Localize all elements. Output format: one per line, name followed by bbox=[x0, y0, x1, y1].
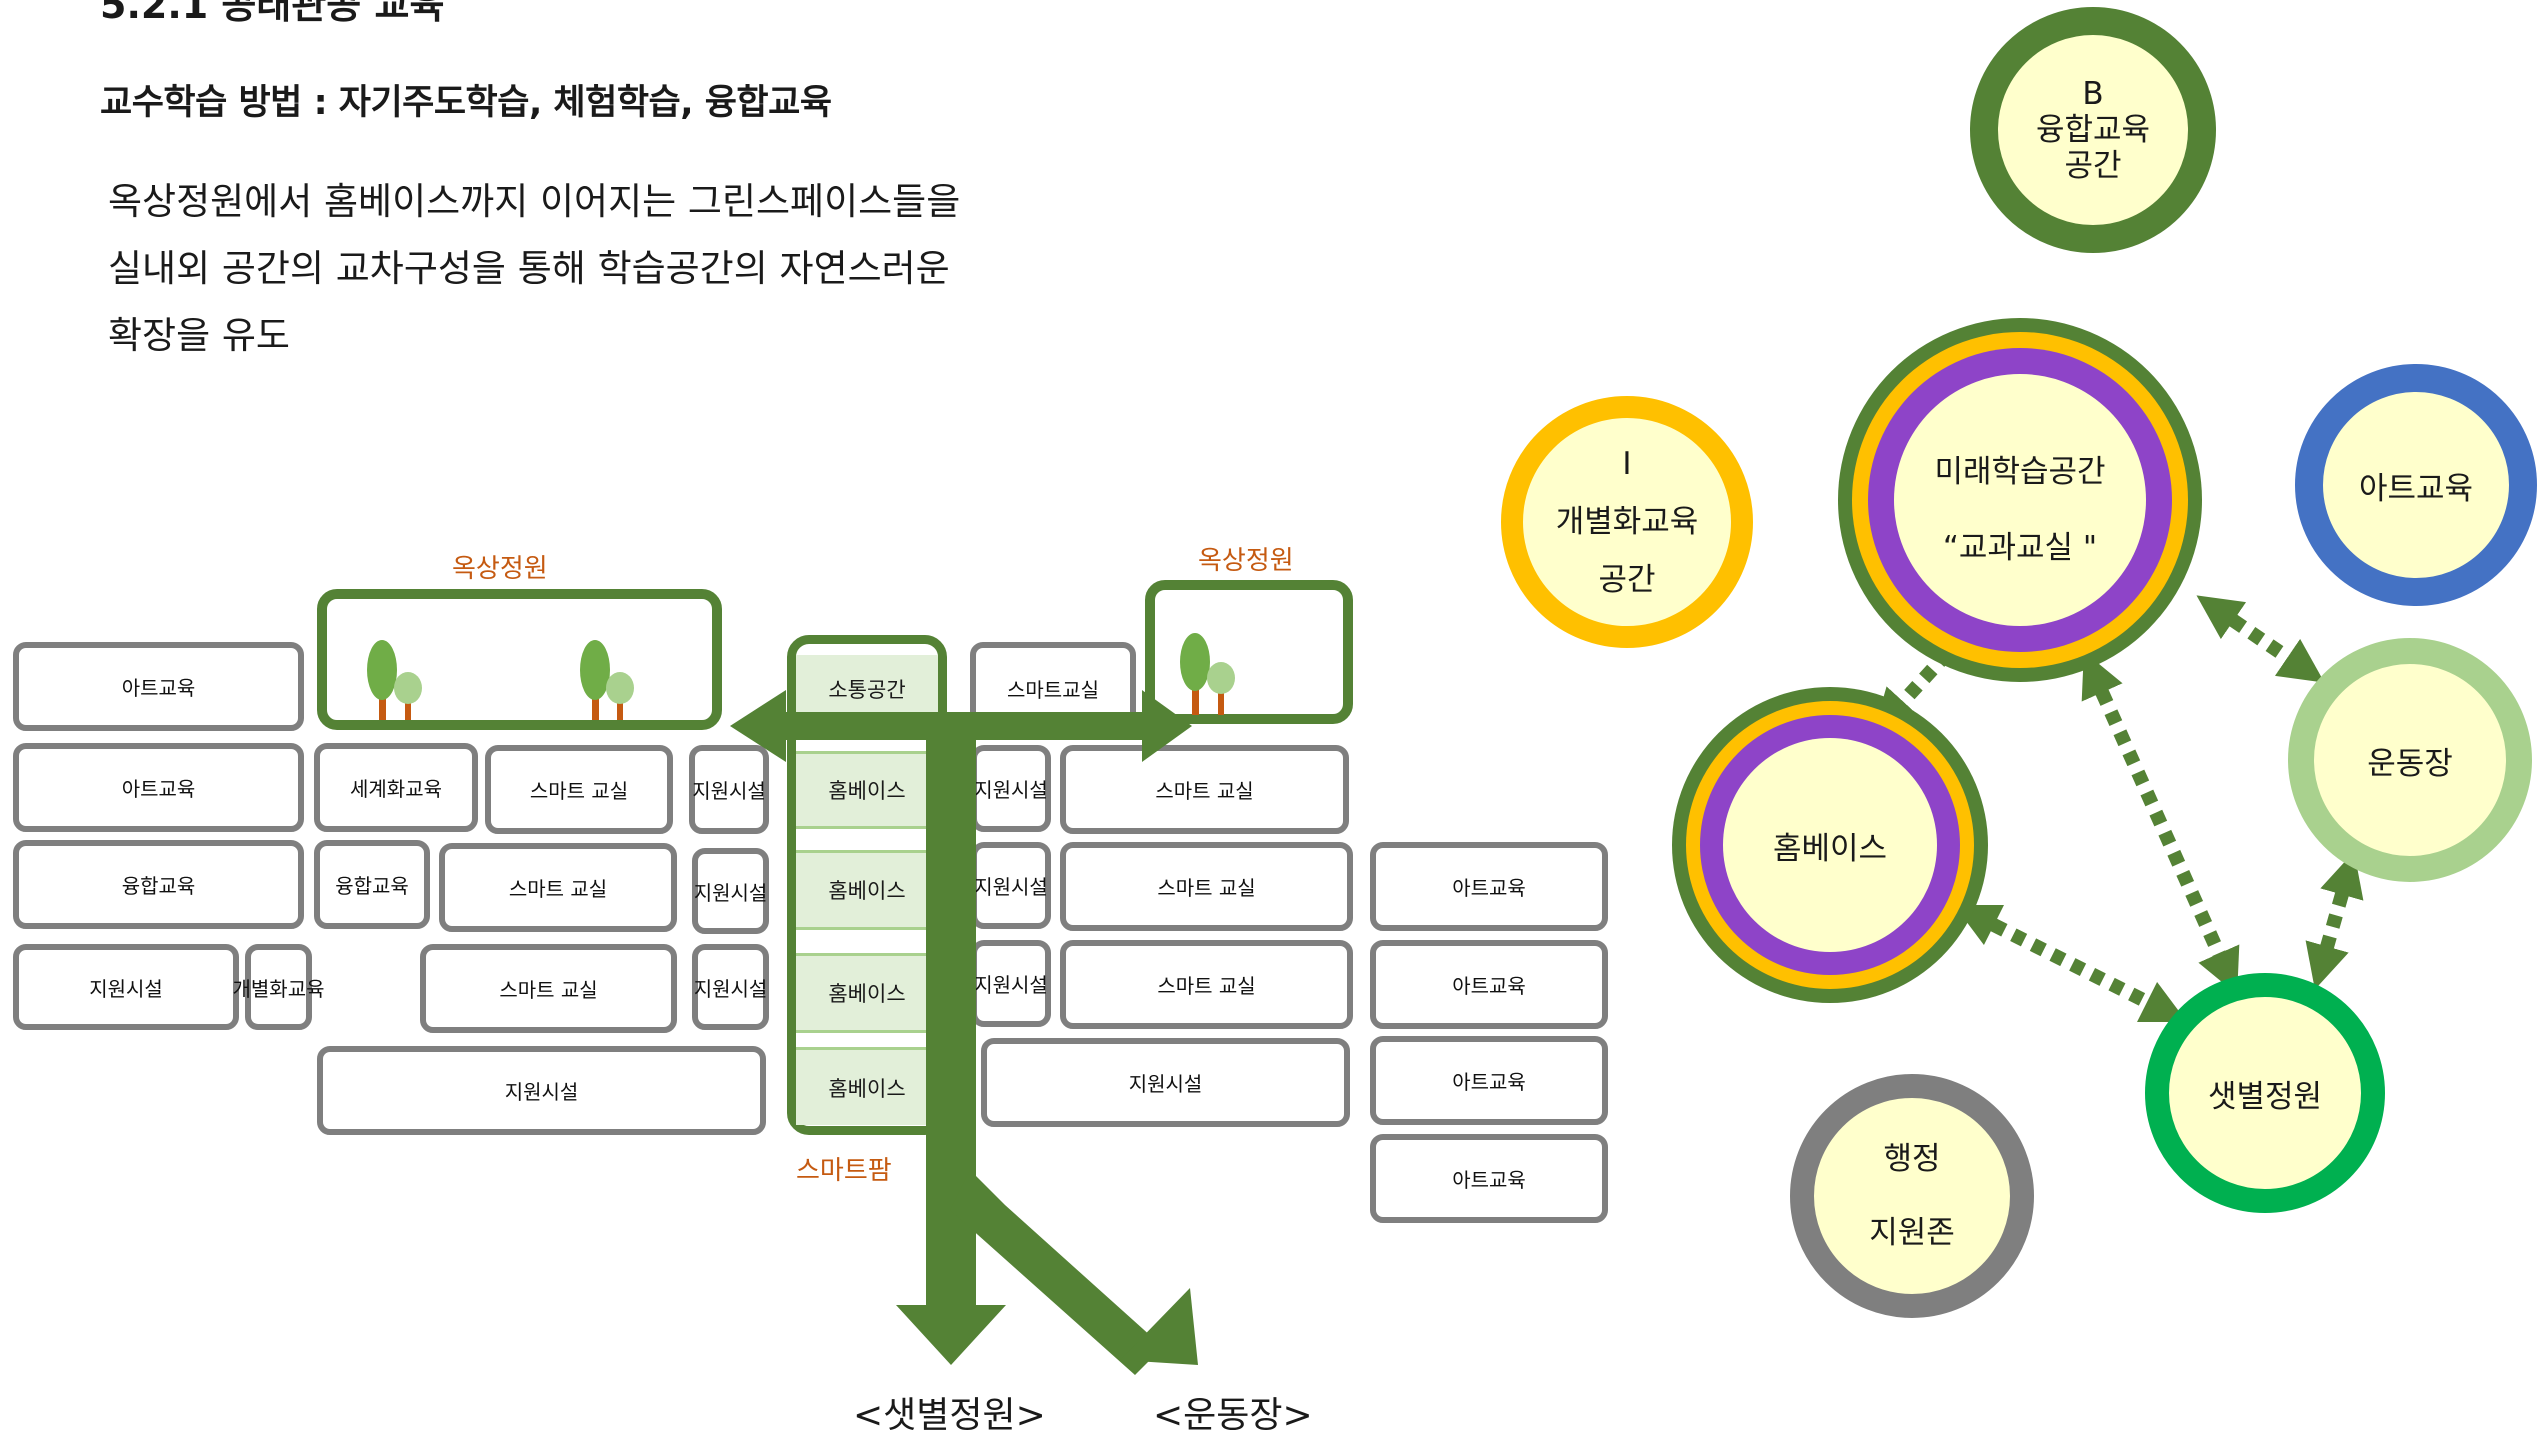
homebase-zone-label: 홈베이스 bbox=[1772, 830, 1888, 867]
description-line: 실내외 공간의 교차구성을 통해 학습공간의 자연스러운 bbox=[108, 247, 950, 290]
connector-homebase-garden bbox=[1953, 904, 2188, 1023]
tree-icon bbox=[367, 640, 422, 720]
room-smart-2: 스마트 교실 bbox=[439, 843, 677, 932]
room-smart-1: 스마트 교실 bbox=[485, 745, 673, 834]
diagonal-arrow-playground bbox=[950, 1170, 1198, 1375]
art-zone-circle bbox=[2295, 364, 2537, 606]
connector-playground-garden bbox=[2305, 851, 2364, 990]
rooftop-garden-label-left: 옥상정원 bbox=[452, 554, 548, 584]
garden-zone-label: 샛별정원 bbox=[2207, 1078, 2323, 1115]
fusion-zone-label: B 융합교육 공간 bbox=[2035, 76, 2151, 184]
room-smart-r3: 스마트 교실 bbox=[1060, 940, 1353, 1029]
garden-zone-circle bbox=[2145, 973, 2385, 1213]
homebase-1: 홈베이스 bbox=[796, 751, 938, 829]
description-line: 확장을 유도 bbox=[108, 314, 290, 357]
tree-icon bbox=[1180, 633, 1235, 715]
room-support-1: 지원시설 bbox=[13, 944, 239, 1030]
section-heading: 5.2.1 공래관공 교육 bbox=[100, 0, 445, 27]
floor-plan: 옥상정원 옥상정원 아트교육 아트교육 융합교육 지원시설 개별화교육 세계화교… bbox=[13, 546, 1608, 1436]
connector-future-garden bbox=[2081, 651, 2240, 995]
smart-farm-label: 스마트팜 bbox=[796, 1156, 892, 1186]
room-art-1: 아트교육 bbox=[13, 642, 304, 731]
room-support-r1: 지원시설 bbox=[971, 745, 1051, 832]
teaching-method-title: 교수학습 방법 : 자기주도학습, 체험학습, 융합교육 bbox=[100, 83, 832, 123]
homebase-4: 홈베이스 bbox=[796, 1047, 938, 1125]
room-art-far-3: 아트교육 bbox=[1370, 1036, 1608, 1125]
rooftop-garden-label-right: 옥상정원 bbox=[1198, 546, 1294, 576]
admin-zone-circle bbox=[1790, 1074, 2034, 1318]
tree-icon bbox=[580, 640, 634, 720]
future-zone-label: 미래학습공간 “교과교실 " bbox=[1934, 454, 2106, 566]
room-art-2: 아트교육 bbox=[13, 743, 304, 832]
room-smart-r1: 스마트 교실 bbox=[1060, 745, 1349, 834]
plan-overlay bbox=[367, 633, 1235, 1375]
room-support-wide: 지원시설 bbox=[317, 1046, 766, 1135]
room-global: 세계화교육 bbox=[314, 743, 478, 832]
connector-future-art bbox=[2196, 595, 2325, 683]
playground-zone-label: 운동장 bbox=[2367, 745, 2453, 782]
room-smart-r2: 스마트 교실 bbox=[1060, 842, 1353, 931]
personal-zone-circle bbox=[1501, 396, 1753, 648]
personal-zone-label: I 개별화교육 공간 bbox=[1555, 446, 1699, 598]
room-art-far-2: 아트교육 bbox=[1370, 940, 1608, 1029]
description-line: 옥상정원에서 홈베이스까지 이어지는 그린스페이스들을 bbox=[108, 180, 961, 223]
room-support-3: 지원시설 bbox=[692, 848, 769, 934]
playground-zone-circle bbox=[2288, 638, 2532, 882]
room-support-2: 지원시설 bbox=[689, 745, 769, 834]
admin-zone-label: 행정 지원존 bbox=[1869, 1141, 1955, 1251]
rooftop-garden-right bbox=[1145, 580, 1353, 724]
room-support-r-wide: 지원시설 bbox=[981, 1038, 1350, 1127]
room-personal: 개별화교육 bbox=[233, 944, 325, 1030]
room-art-far-1: 아트교육 bbox=[1370, 842, 1608, 931]
homebase-2: 홈베이스 bbox=[796, 850, 938, 930]
art-zone-label: 아트교육 bbox=[2358, 470, 2474, 507]
room-support-4: 지원시설 bbox=[692, 944, 769, 1030]
description: 옥상정원에서 홈베이스까지 이어지는 그린스페이스들을 실내외 공간의 교차구성… bbox=[108, 168, 960, 369]
room-fusion-2: 융합교육 bbox=[314, 840, 430, 929]
room-fusion-1: 융합교육 bbox=[13, 840, 304, 929]
room-art-far-4: 아트교육 bbox=[1370, 1134, 1608, 1223]
room-smart-3: 스마트 교실 bbox=[420, 944, 677, 1033]
homebase-3: 홈베이스 bbox=[796, 953, 938, 1033]
future-zone-circle bbox=[1894, 374, 2146, 626]
fusion-zone-circle bbox=[1970, 7, 2216, 253]
homebase-zone-circle bbox=[1723, 738, 1937, 952]
